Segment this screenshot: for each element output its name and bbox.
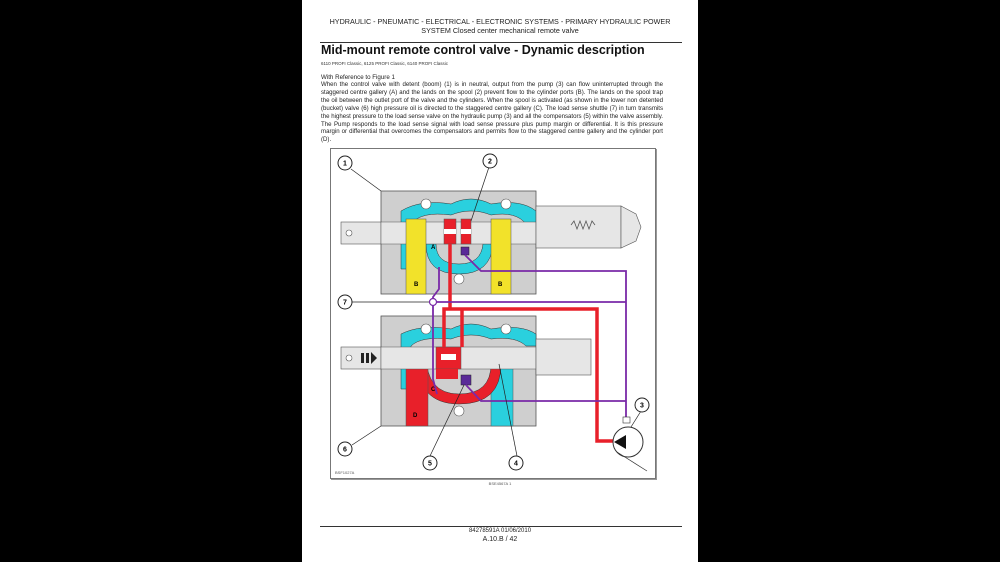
lower-valve-non-detent: C D bbox=[340, 315, 592, 427]
figure-id: BSF1027A bbox=[335, 470, 355, 475]
callout-3: 3 bbox=[634, 397, 650, 413]
port-label-c: C bbox=[431, 387, 436, 393]
leader-lines bbox=[350, 166, 642, 457]
figure-reference: With Reference to Figure 1 bbox=[321, 74, 395, 81]
callout-1: 1 bbox=[337, 155, 353, 171]
load-sense-shuttle bbox=[428, 297, 438, 307]
load-sense-lines bbox=[432, 254, 627, 419]
document-number: 84278591A 01/06/2010 bbox=[468, 528, 532, 534]
header-subsection: Closed center mechanical remote valve bbox=[450, 26, 579, 35]
svg-text:1: 1 bbox=[343, 161, 347, 168]
svg-text:7: 7 bbox=[343, 300, 347, 307]
upper-valve-detent: A B B bbox=[340, 190, 642, 295]
page-title: Mid-mount remote control valve - Dynamic… bbox=[321, 43, 645, 57]
port-label-d: D bbox=[413, 413, 418, 419]
model-list: 6110 PROFI Classic, 6125 PROFI Classic, … bbox=[321, 61, 448, 66]
port-label-b-left: B bbox=[414, 282, 419, 288]
body-paragraph: When the control valve with detent (boom… bbox=[321, 81, 663, 144]
hydraulic-diagram-figure: A B B bbox=[330, 148, 656, 479]
port-label-a: A bbox=[431, 245, 436, 251]
header-section: SYSTEM bbox=[421, 26, 451, 35]
actuation-arrow-icon bbox=[361, 352, 377, 364]
footer-rule bbox=[320, 526, 682, 527]
callout-2: 2 bbox=[482, 153, 498, 169]
callout-5: 5 bbox=[422, 455, 438, 471]
svg-text:3: 3 bbox=[640, 403, 644, 410]
header-line-1: HYDRAULIC - PNEUMATIC - ELECTRICAL - ELE… bbox=[329, 17, 671, 26]
running-header: HYDRAULIC - PNEUMATIC - ELECTRICAL - ELE… bbox=[302, 17, 698, 35]
svg-text:6: 6 bbox=[343, 447, 347, 454]
page-number: A.10.B / 42 bbox=[482, 535, 518, 543]
page-footer: 84278591A 01/06/2010 A.10.B / 42 bbox=[302, 528, 698, 543]
svg-text:2: 2 bbox=[488, 159, 492, 166]
callout-7: 7 bbox=[337, 294, 353, 310]
hydraulic-diagram: A B B bbox=[337, 153, 650, 472]
figure-caption: BSE4567A 1 bbox=[488, 481, 512, 486]
header-rule bbox=[320, 42, 682, 43]
callout-4: 4 bbox=[508, 455, 524, 471]
document-page: HYDRAULIC - PNEUMATIC - ELECTRICAL - ELE… bbox=[302, 0, 698, 562]
callout-6: 6 bbox=[337, 441, 353, 457]
pressure-lines bbox=[442, 244, 613, 443]
svg-text:4: 4 bbox=[514, 461, 518, 468]
svg-text:5: 5 bbox=[428, 461, 432, 468]
pump-symbol bbox=[612, 416, 648, 472]
port-label-b-right: B bbox=[498, 282, 503, 288]
